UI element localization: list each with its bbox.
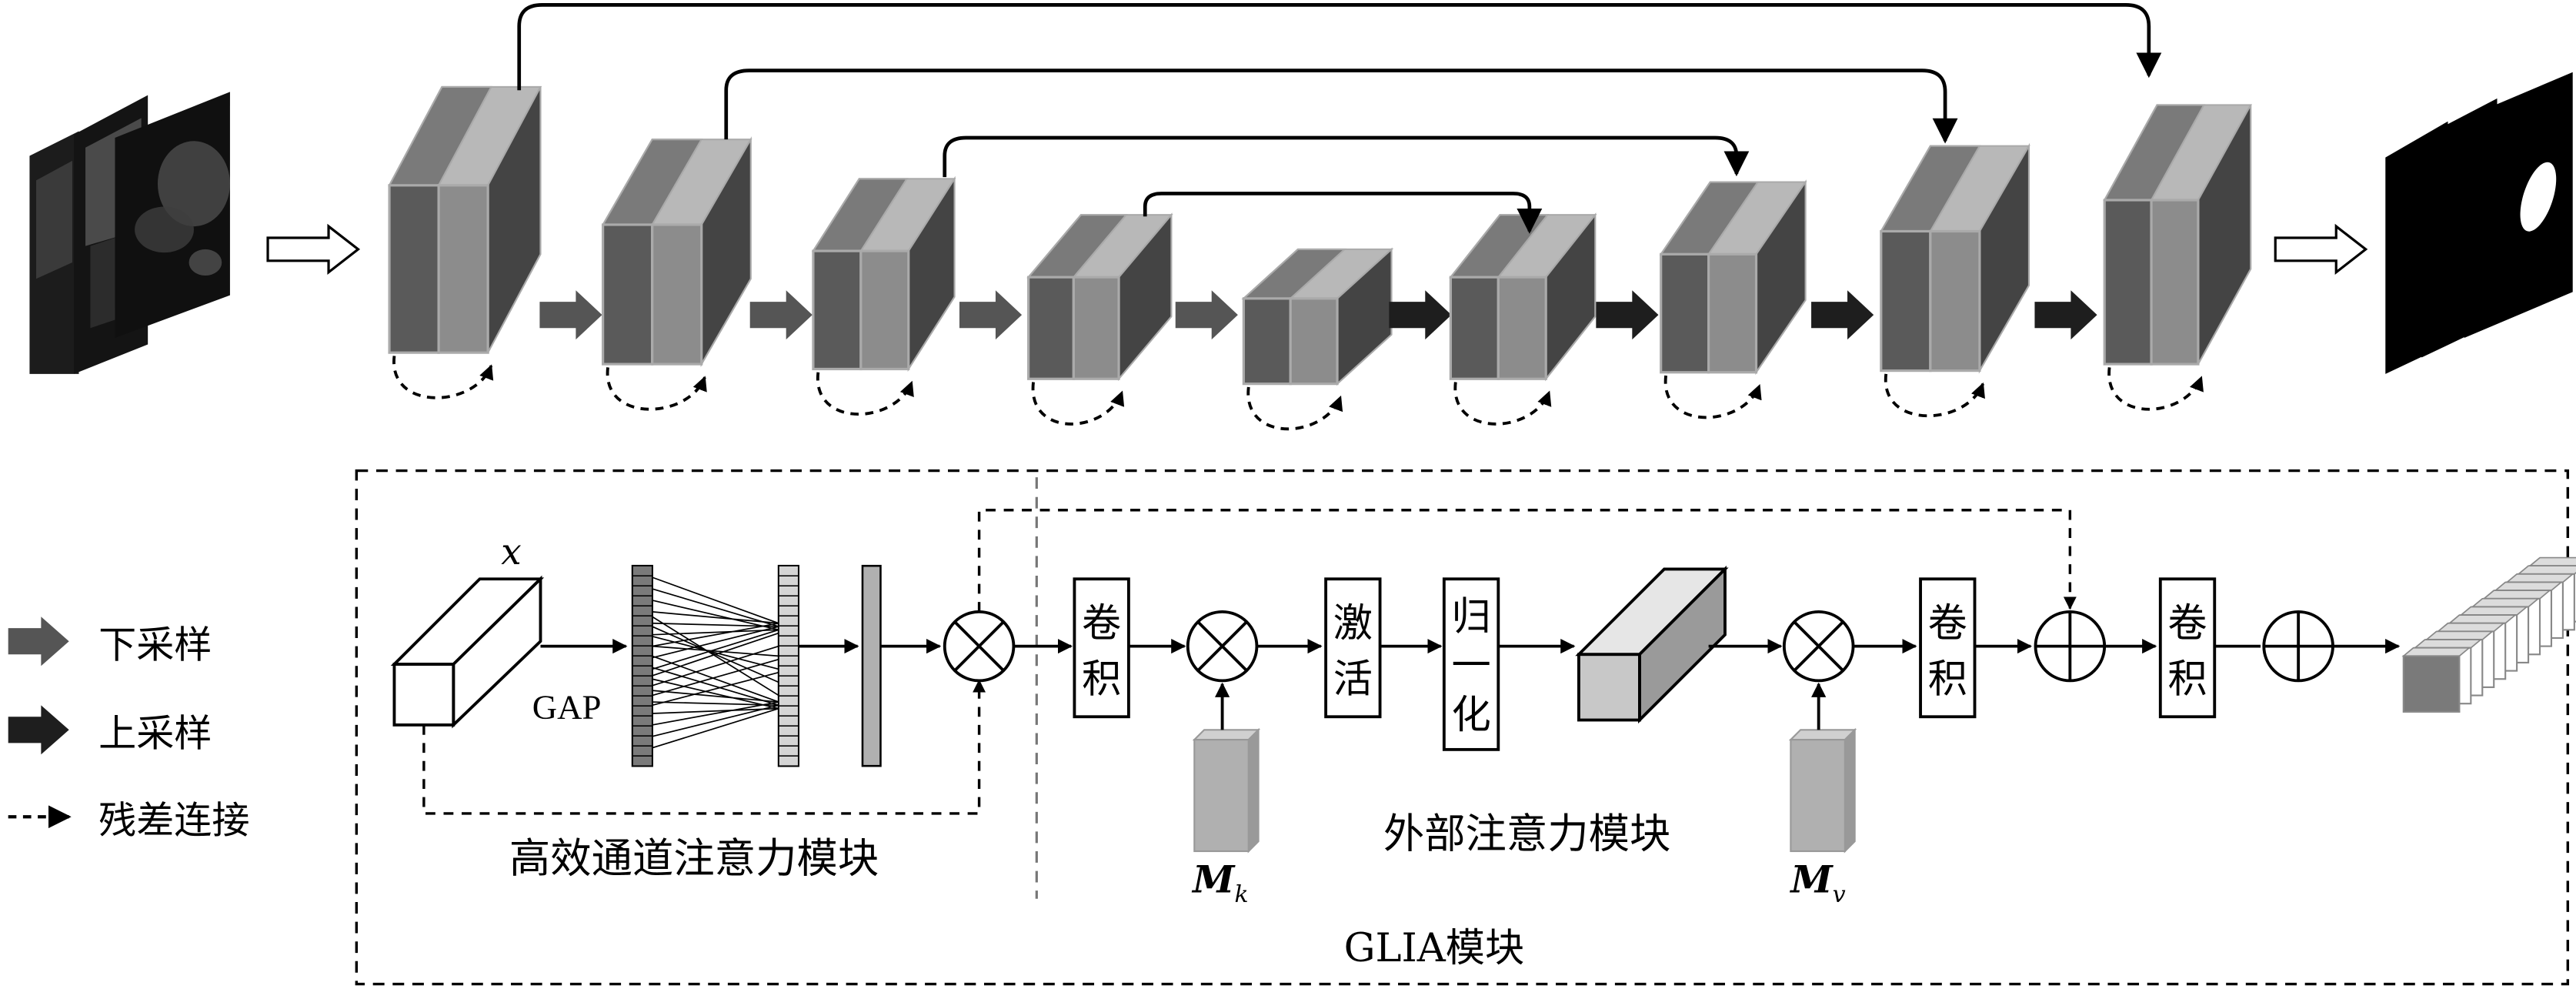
residual-loop <box>2107 367 2204 411</box>
legend-downsample: 下采样 <box>8 616 212 667</box>
legend-upsample: 上采样 <box>8 705 212 756</box>
gap-label: GAP <box>532 687 602 726</box>
skip-connection-3 <box>943 135 1750 178</box>
legend-residual: 残差连接 <box>8 798 250 843</box>
glia-residual-path <box>977 509 2077 612</box>
external-attention-label: 外部注意力模块 <box>1383 810 1671 858</box>
feature-block <box>388 85 602 399</box>
residual-loop <box>1031 382 1125 426</box>
upsample-arrow-icon <box>8 705 69 755</box>
mv-multiply-operator <box>1782 610 1855 683</box>
external-attention-module: 卷 积 Mk 激 活 <box>977 509 2576 908</box>
residual-loop <box>1663 375 1762 419</box>
feature-block <box>1879 142 2097 418</box>
mv-label-main: M <box>1789 857 1834 901</box>
skip-connection-1 <box>517 3 2162 91</box>
activation-box: 激 活 <box>1324 577 1382 719</box>
downsample-arrow-icon <box>8 616 69 667</box>
input-arrow <box>266 223 361 276</box>
normalization-box-char: 化 <box>1451 692 1490 738</box>
input-image-layer <box>29 131 79 374</box>
downsample-arrow <box>539 290 602 340</box>
mk-memory-block <box>1192 727 1261 854</box>
conv-box-2: 卷 积 <box>1919 577 1977 719</box>
glia-module: x GAP <box>355 469 2576 986</box>
residual-loop <box>606 367 707 411</box>
mk-label: Mk <box>1191 857 1248 908</box>
conv-box-2-char: 卷 <box>1928 600 1967 647</box>
upsample-arrow <box>1811 290 1874 340</box>
legend: 下采样 上采样 残差连接 <box>8 616 250 843</box>
input-x-label: x <box>501 531 521 573</box>
output-add-operator <box>2262 610 2334 683</box>
eca-module: x GAP <box>390 531 1016 883</box>
residual-loop <box>816 372 914 416</box>
input-feature-cuboid <box>390 575 545 729</box>
feature-block <box>2103 104 2253 411</box>
normalization-box-char: 归 <box>1451 593 1490 640</box>
feature-block <box>1449 212 1659 426</box>
output-mask-lesion <box>2520 162 2557 232</box>
conv-box-1: 卷 积 <box>1073 577 1130 719</box>
downsample-arrow <box>1175 290 1238 340</box>
skip-connections <box>517 3 2162 234</box>
conv-box-1-char: 积 <box>1082 656 1121 702</box>
unet-blocks <box>388 85 2253 431</box>
upsample-arrow <box>1389 290 1452 340</box>
conv-box-3-char: 卷 <box>2167 600 2207 647</box>
normalization-box-char: 一 <box>1451 643 1490 689</box>
residual-loop <box>1246 386 1343 431</box>
upsample-arrow <box>2034 290 2097 340</box>
attention-map-cuboid <box>1575 565 1729 724</box>
output-mask-stack <box>2385 72 2573 374</box>
conv-box-1-char: 卷 <box>1082 600 1121 647</box>
glia-output-feature-stack <box>2401 556 2576 713</box>
feature-block <box>601 136 813 411</box>
input-image-stack <box>29 92 230 374</box>
output-mask-layer <box>2464 72 2573 338</box>
gap-vector <box>631 564 653 767</box>
conv-box-2-char: 积 <box>1928 656 1967 702</box>
skip-connection-2 <box>724 68 1958 144</box>
output-arrow <box>2274 223 2368 276</box>
glia-module-title: GLIA模块 <box>1344 925 1525 971</box>
legend-downsample-label: 下采样 <box>98 623 212 667</box>
downsample-arrow <box>749 290 813 340</box>
feature-block <box>1241 247 1452 431</box>
conv-output-vector <box>777 564 799 767</box>
upsample-arrow <box>1596 290 1659 340</box>
residual-add-operator <box>2034 610 2107 683</box>
activation-box-char: 激 <box>1333 600 1373 647</box>
conv-box-3: 卷 积 <box>2158 577 2217 719</box>
mk-label-main: M <box>1191 857 1236 901</box>
mv-label-sub: v <box>1833 881 1846 908</box>
mv-label: Mv <box>1789 857 1845 908</box>
conv1d-connections <box>652 576 779 749</box>
skip-connection-4 <box>1143 192 1543 234</box>
residual-loop <box>392 356 494 399</box>
eca-multiply-operator <box>943 610 1016 683</box>
downsample-arrow <box>959 290 1023 340</box>
residual-loop <box>1453 382 1552 426</box>
feature-block <box>1659 179 1874 419</box>
conv-box-3-char: 积 <box>2167 656 2207 702</box>
eca-residual-path <box>422 679 986 815</box>
mk-label-sub: k <box>1235 881 1249 908</box>
input-image-layer <box>115 92 230 338</box>
eca-module-label: 高效通道注意力模块 <box>509 835 879 883</box>
mv-memory-block <box>1788 727 1857 854</box>
activation-box-char: 活 <box>1333 656 1373 702</box>
glia-module-border <box>355 469 2570 986</box>
mk-multiply-operator <box>1186 610 1259 683</box>
legend-upsample-label: 上采样 <box>98 711 212 756</box>
feature-block <box>811 175 1023 416</box>
residual-loop <box>1884 373 1985 418</box>
legend-residual-label: 残差连接 <box>98 798 249 843</box>
normalization-box: 归 一 化 <box>1442 577 1500 751</box>
channel-weight-vector <box>861 564 882 767</box>
feature-block <box>1026 212 1238 426</box>
